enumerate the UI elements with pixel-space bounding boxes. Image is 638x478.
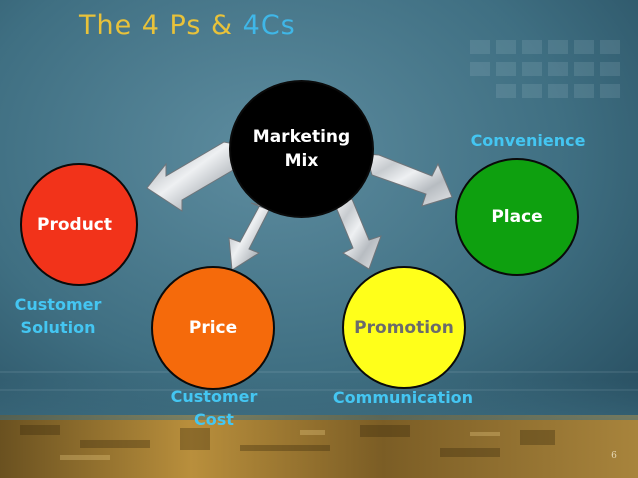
arrow-to-price — [228, 202, 270, 271]
marketing-mix-circle: Marketing Mix — [229, 80, 374, 218]
product-label: Product — [37, 214, 112, 235]
marketing-mix-line2: Mix — [284, 151, 319, 171]
place-circle: Place — [455, 158, 579, 276]
customer-solution-line1: Customer — [14, 295, 102, 314]
customer-cost-label: Customer Cost — [154, 385, 274, 431]
convenience-label: Convenience — [470, 131, 586, 150]
marketing-mix-line1: Marketing — [252, 127, 351, 147]
slide-title: The 4 Ps & 4Cs — [79, 10, 296, 41]
page-number: 6 — [611, 451, 617, 461]
title-text-4ps: The 4 Ps & — [79, 10, 243, 41]
customer-solution-label: Customer Solution — [6, 293, 110, 339]
arrow-to-place — [365, 153, 453, 207]
arrow-to-promotion — [332, 198, 382, 270]
promotion-circle: Promotion — [342, 266, 466, 389]
title-text-4cs: 4Cs — [242, 10, 296, 41]
customer-cost-line2: Cost — [194, 410, 234, 429]
communication-label: Communication — [332, 388, 474, 407]
price-label: Price — [188, 318, 238, 338]
product-circle: Product — [20, 163, 138, 286]
place-label: Place — [491, 207, 543, 227]
promotion-label: Promotion — [354, 317, 454, 338]
arrow-to-product — [146, 141, 241, 212]
customer-solution-line2: Solution — [20, 318, 96, 337]
price-circle: Price — [151, 266, 275, 390]
customer-cost-line1: Customer — [170, 387, 258, 406]
